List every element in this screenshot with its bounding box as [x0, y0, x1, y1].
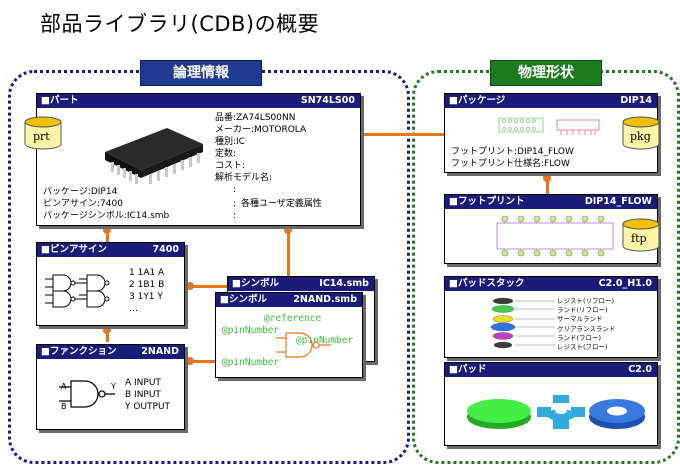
connector-dot: [543, 174, 551, 182]
part-maker: メーカー:MOTOROLA: [215, 125, 307, 135]
ic-chip-illustration: [105, 128, 203, 184]
padstack-layer: ランド(リフロー): [557, 306, 608, 314]
padstack-layers-drawing: [490, 297, 555, 349]
part-constant: 定数:: [215, 149, 237, 159]
package-header-value: DIP14: [620, 95, 652, 106]
pinassign-row: 2 1B1 B: [129, 280, 165, 290]
connector-part-symbol: [287, 224, 290, 280]
part-type: 種別:IC: [215, 137, 245, 147]
connector-dot: [186, 282, 194, 290]
part-header-value: SN74LS00: [300, 95, 355, 106]
part-header: ■パート SN74LS00: [37, 94, 360, 108]
pad-panel[interactable]: ■パッド C2.0: [444, 362, 658, 446]
pinassign-header: ■ピンアサイン 7400: [37, 243, 184, 257]
symbol-back-header: ■シンボル IC14.smb: [228, 277, 374, 291]
function-line: A INPUT: [125, 378, 161, 388]
function-header-value: 2NAND: [141, 346, 179, 357]
ftp-badge: ftp: [631, 232, 647, 245]
pad-header: ■パッド C2.0: [445, 363, 657, 377]
symbol-back-header-value: IC14.smb: [319, 278, 369, 289]
connector-part-package: [359, 133, 449, 136]
part-header-label: ■パート: [41, 95, 79, 106]
pkg-cylinder-icon: [622, 116, 660, 150]
symbol-pin-number-label: @pinNumber: [222, 325, 280, 336]
pad-header-label: ■パッド: [449, 364, 487, 375]
padstack-panel[interactable]: ■パッドスタック C2.0_H1.0 レジスト(リフロー) ランド(リフロー) …: [444, 276, 658, 358]
pkg-badge: pkg: [630, 130, 651, 143]
part-package-symbol: パッケージシンボル:IC14.smb: [43, 211, 170, 221]
padstack-layer: サーマルランド: [557, 315, 603, 323]
prt-badge: prt: [33, 130, 50, 143]
pinassign-header-label: ■ピンアサイン: [41, 244, 107, 255]
part-package: パッケージ:DIP14: [43, 187, 118, 197]
padstack-layer: ランド(フロー): [557, 334, 602, 342]
part-ellipsis: :: [233, 211, 237, 221]
symbol-front-panel[interactable]: ■シンボル 2NAND.smb @reference @pinNumber @p…: [215, 292, 363, 378]
function-header: ■ファンクション 2NAND: [37, 345, 184, 359]
function-line: Y OUTPUT: [125, 402, 171, 412]
symbol-front-header-label: ■シンボル: [220, 294, 267, 305]
padstack-header-label: ■パッドスタック: [449, 278, 525, 289]
symbol-front-header-value: 2NAND.smb: [293, 294, 357, 305]
pinassign-panel[interactable]: ■ピンアサイン 7400 1 1A1 A 2 1B1 B 3 1Y1 Y …: [36, 242, 185, 326]
connector-function-symbol: [183, 360, 215, 363]
connector-dot: [186, 357, 194, 365]
pad-header-value: C2.0: [628, 364, 652, 375]
pinassign-header-value: 7400: [152, 244, 179, 255]
page-title: 部品ライブラリ(CDB)の概要: [40, 12, 320, 36]
symbol-pin-number-label: @pinNumber: [222, 357, 280, 368]
function-pin-a: A: [61, 382, 67, 391]
part-part-number: 品番:ZA74LS00NN: [215, 113, 296, 123]
symbol-nand-outline: [276, 332, 331, 358]
symbol-front-header: ■シンボル 2NAND.smb: [216, 293, 362, 307]
part-custom-attributes: 各種ユーザ定義属性: [241, 199, 322, 209]
symbol-reference-label: @reference: [264, 313, 322, 324]
part-ellipsis: :: [233, 199, 237, 209]
padstack-layer: クリアランスランド: [557, 325, 616, 333]
package-footprint: フットプリント:DIP14_FLOW: [451, 147, 574, 157]
part-panel[interactable]: ■パート SN74LS00 パッケージ:DIP14 ピンアサイン:7400 パッ…: [36, 93, 361, 226]
padstack-header: ■パッドスタック C2.0_H1.0: [445, 277, 657, 291]
function-header-label: ■ファンクション: [41, 346, 117, 357]
package-panel[interactable]: ■パッケージ DIP14 フットプリント:DIP14_FLOW フットプリント仕…: [444, 93, 658, 173]
connector-dot: [103, 226, 111, 234]
symbol-pin-number-label: @pinNumber: [296, 335, 354, 346]
part-model-name: 解析モデル名:: [215, 173, 273, 183]
part-cost: コスト:: [215, 161, 246, 171]
padstack-layer: レジスト(フロー): [557, 343, 608, 351]
pinassign-row: …: [129, 304, 138, 314]
pinassign-row: 1 1A1 A: [129, 268, 165, 278]
padstack-header-value: C2.0_H1.0: [598, 278, 652, 289]
package-header-label: ■パッケージ: [449, 95, 506, 106]
connector-package-footprint: [546, 170, 549, 194]
function-pin-y: Y: [111, 382, 116, 391]
footprint-header-label: ■フットプリント: [449, 196, 525, 207]
function-panel[interactable]: ■ファンクション 2NAND A B Y A INPUT B INPUT Y O…: [36, 344, 185, 430]
footprint-header-value: DIP14_FLOW: [584, 196, 652, 207]
connector-dot: [103, 326, 111, 334]
package-footprint-spec: フットプリント仕様名:FLOW: [451, 159, 570, 169]
prt-cylinder-icon: [24, 116, 62, 150]
pinassign-row: 3 1Y1 Y: [129, 292, 163, 302]
pad-shapes-drawing: [467, 395, 645, 429]
package-header: ■パッケージ DIP14: [445, 94, 657, 108]
symbol-back-header-label: ■シンボル: [232, 278, 279, 289]
nand-gates-icon: [45, 274, 110, 308]
nand-gate-icon: [59, 380, 115, 408]
logical-region-label: 論理情報: [140, 60, 262, 86]
connector-dot: [284, 226, 292, 234]
ftp-cylinder-icon: [622, 218, 660, 252]
padstack-layer: レジスト(リフロー): [557, 297, 615, 305]
function-line: B INPUT: [125, 390, 161, 400]
connector-pinassign-symbol: [183, 285, 227, 288]
footprint-header: ■フットプリント DIP14_FLOW: [445, 195, 657, 209]
physical-region-label: 物理形状: [490, 60, 602, 86]
part-ellipsis: :: [233, 185, 237, 195]
footprint-drawing: [496, 215, 614, 257]
function-pin-b: B: [61, 402, 67, 411]
part-pinassign: ピンアサイン:7400: [43, 199, 123, 209]
footprint-panel[interactable]: ■フットプリント DIP14_FLOW: [444, 194, 658, 264]
package-outline-drawing: [498, 117, 600, 135]
